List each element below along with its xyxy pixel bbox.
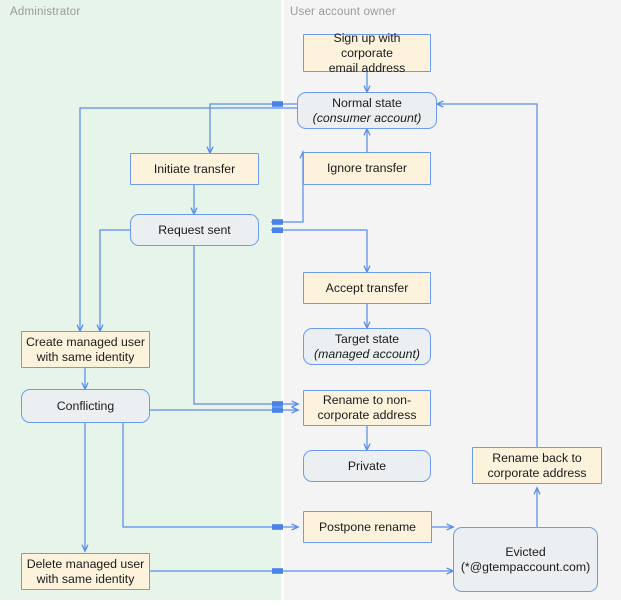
node-rename-non-corp-line2: corporate address	[317, 408, 417, 422]
node-private-label: Private	[347, 458, 387, 473]
edge-junction-marker	[272, 219, 283, 225]
node-initiate-transfer-label: Initiate transfer	[153, 161, 236, 176]
node-ignore-transfer-label: Ignore transfer	[327, 161, 407, 175]
node-normal-state-line2: (consumer account)	[312, 110, 422, 125]
node-ignore-transfer[interactable]: Ignore transfer	[303, 152, 431, 185]
node-conflicting[interactable]: Conflicting	[21, 389, 150, 423]
node-evicted-line2: (*@gtempaccount.com)	[460, 559, 591, 574]
node-evicted-line1: Evicted	[505, 544, 546, 559]
node-request-sent-label: Request sent	[158, 222, 231, 237]
node-postpone-rename-label: Postpone rename	[318, 519, 417, 534]
node-delete-managed-user[interactable]: Delete managed user with same identity	[21, 553, 150, 590]
node-rename-back-line1: Rename back to	[492, 450, 582, 465]
node-target-state[interactable]: Target state (managed account)	[303, 328, 431, 365]
node-postpone-rename[interactable]: Postpone rename	[303, 511, 432, 543]
node-create-managed-line1: Create managed user	[26, 334, 145, 349]
node-delete-managed-line2: with same identity	[36, 571, 135, 586]
edge-request-sent-to-rename-non-corp	[193, 246, 298, 404]
node-rename-non-corp-line1: Rename to non-	[322, 393, 412, 407]
lane-label-administrator: Administrator	[10, 6, 81, 18]
edge-junction-marker	[272, 101, 283, 107]
node-evicted[interactable]: Evicted (*@gtempaccount.com)	[453, 527, 598, 592]
node-delete-managed-line1: Delete managed user	[26, 556, 145, 571]
node-create-managed-user[interactable]: Create managed user with same identity	[21, 331, 150, 368]
edge-junction-marker	[272, 568, 283, 574]
node-normal-state-line1: Normal state	[332, 95, 402, 110]
node-rename-back-line2: corporate address	[487, 465, 587, 480]
node-private[interactable]: Private	[303, 450, 431, 482]
lane-administrator	[0, 0, 281, 600]
node-initiate-transfer[interactable]: Initiate transfer	[130, 153, 259, 185]
edge-junction-marker	[272, 524, 283, 530]
node-create-managed-line2: with same identity	[36, 349, 135, 364]
lane-label-user-account-owner: User account owner	[290, 6, 396, 18]
node-signup[interactable]: Sign up with corporate email address	[303, 30, 431, 75]
node-target-state-line2: (managed account)	[314, 346, 420, 361]
edge-request-sent-to-accept-transfer	[271, 229, 367, 272]
node-signup-line2: email address	[328, 60, 406, 75]
node-rename-back-to-corporate-address[interactable]: Rename back to corporate address	[472, 447, 602, 484]
node-request-sent[interactable]: Request sent	[130, 214, 259, 246]
edge-junction-marker	[272, 401, 283, 407]
node-target-state-line1: Target state	[334, 331, 400, 346]
node-signup-line1: Sign up with corporate	[333, 30, 401, 60]
node-normal-state[interactable]: Normal state (consumer account)	[297, 92, 437, 129]
node-conflicting-label: Conflicting	[56, 398, 115, 413]
node-rename-to-non-corporate-address[interactable]: Rename to non- corporate address	[303, 390, 431, 426]
edge-request-sent-to-create-managed	[100, 229, 131, 331]
node-accept-transfer[interactable]: Accept transfer	[303, 272, 431, 304]
node-accept-transfer-label: Accept transfer	[325, 280, 409, 295]
edge-rename-back-to-normal-state	[437, 104, 538, 447]
edge-request-sent-to-ignore-transfer	[271, 152, 303, 223]
edge-junction-marker	[272, 407, 283, 413]
edge-normal-state-to-create-managed	[80, 107, 297, 331]
edge-normal-state-to-initiate-transfer	[210, 103, 297, 153]
edge-junction-marker	[272, 227, 283, 233]
edge-conflicting-to-postpone-rename	[122, 423, 298, 527]
